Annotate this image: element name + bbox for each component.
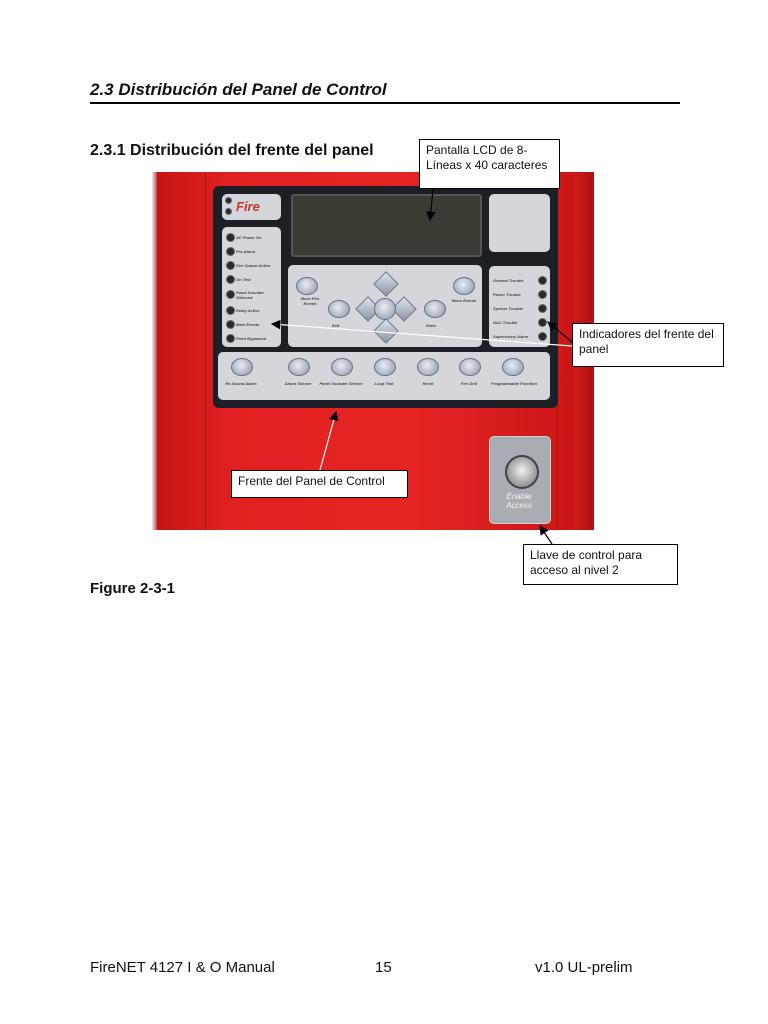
led-label: Panel Sounder Silenced <box>236 290 278 300</box>
re-sound-alarm-button <box>231 358 253 376</box>
enter-button <box>424 300 446 318</box>
led <box>226 233 235 242</box>
section-title: 2.3 Distribución del Panel de Control <box>90 80 387 100</box>
reset-button <box>417 358 439 376</box>
led-label: Relay Active <box>236 308 260 313</box>
navigation-panel: Move Fire Events Exit Enter Move Events <box>288 265 482 347</box>
right-led-panel: General Trouble Power Trouble System Tro… <box>489 266 550 347</box>
fire-led <box>225 197 232 204</box>
led-label: System Trouble <box>493 306 523 311</box>
led-label: Fire Output Active <box>236 263 271 268</box>
lcd-display <box>291 194 482 257</box>
up-arrow-button <box>373 271 398 296</box>
panel-seam <box>205 172 206 530</box>
led-label: On Test <box>236 277 251 282</box>
led-label: NAC Trouble <box>493 320 517 325</box>
loop-test-button <box>374 358 396 376</box>
callout-indicators: Indicadores del frente del panel <box>572 323 724 367</box>
led-label: Supervisory Alarm <box>493 334 528 339</box>
led <box>226 275 235 284</box>
panel-sounder-silence-button <box>331 358 353 376</box>
fire-led <box>225 208 232 215</box>
move-events-button <box>453 277 475 295</box>
function-label: Re-Sound Alarm <box>220 381 262 386</box>
nav-label: Move Events <box>451 298 477 303</box>
function-label: Reset <box>414 381 442 386</box>
led <box>226 261 235 270</box>
led <box>538 318 547 327</box>
led-label: Main Events <box>236 322 259 327</box>
callout-lcd: Pantalla LCD de 8-Líneas x 40 caracteres <box>419 139 560 189</box>
blank-indicator-box <box>489 194 550 252</box>
led <box>538 304 547 313</box>
key-lock-icon <box>505 455 539 489</box>
led-label: General Trouble <box>493 278 524 283</box>
key-label: Enable Access <box>495 492 543 510</box>
led <box>226 247 235 256</box>
led-label: Pre-Alarm <box>236 249 255 254</box>
led <box>538 332 547 341</box>
function-label: Programmable Function <box>488 381 540 386</box>
led <box>538 290 547 299</box>
alarm-silence-button <box>288 358 310 376</box>
function-label: Loop Test <box>369 381 399 386</box>
help-button <box>374 298 396 320</box>
callout-front: Frente del Panel de Control <box>231 470 408 498</box>
down-arrow-button <box>373 318 398 343</box>
nav-label: Move Fire Events <box>296 296 324 306</box>
led-label: Point Bypassed <box>236 336 266 341</box>
move-fire-events-button <box>296 277 318 295</box>
exit-button <box>328 300 350 318</box>
fire-drill-button <box>459 358 481 376</box>
fire-label: Fire <box>236 199 260 214</box>
led <box>226 334 235 343</box>
function-label: Fire Drill <box>455 381 483 386</box>
led <box>538 276 547 285</box>
footer-version: v1.0 UL-prelim <box>535 959 633 976</box>
function-label: Panel Sounder Silence <box>318 381 364 386</box>
left-led-panel: AC Power On Pre-Alarm Fire Output Active… <box>222 227 281 347</box>
led <box>226 320 235 329</box>
led-label: Power Trouble <box>493 292 521 297</box>
led <box>226 306 235 315</box>
subsection-title: 2.3.1 Distribución del frente del panel <box>90 142 374 160</box>
function-button-strip: Re-Sound Alarm Alarm Silence Panel Sound… <box>218 352 550 400</box>
figure-caption: Figure 2-3-1 <box>90 580 175 597</box>
footer-page-number: 15 <box>375 959 392 976</box>
nav-label: Enter <box>426 323 436 328</box>
function-label: Alarm Silence <box>280 381 316 386</box>
footer-manual-title: FireNET 4127 I & O Manual <box>90 959 275 976</box>
programmable-function-button <box>502 358 524 376</box>
led <box>226 290 235 299</box>
callout-key: Llave de control para acceso al nivel 2 <box>523 544 678 585</box>
led-label: AC Power On <box>236 235 262 240</box>
section-divider <box>90 102 680 104</box>
nav-label: Exit <box>332 323 339 328</box>
